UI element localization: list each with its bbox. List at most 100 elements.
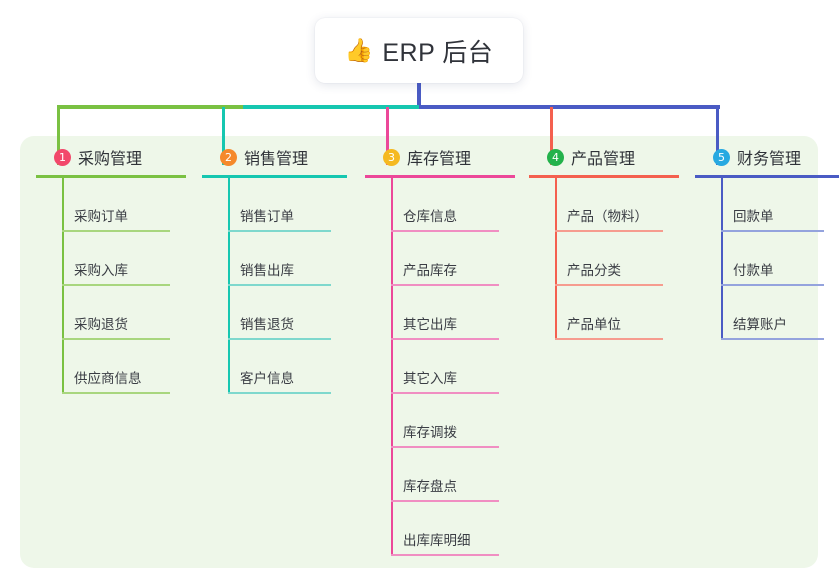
leaf-item[interactable]: 其它出库 (365, 286, 515, 340)
leaf-item-label: 产品单位 (567, 317, 621, 332)
leaf-item-rule (391, 554, 499, 556)
column-title-5: 财务管理 (737, 151, 802, 168)
drop-line-1 (57, 107, 60, 165)
leaf-item-label: 销售订单 (240, 209, 294, 224)
leaf-item[interactable]: 采购订单 (36, 178, 186, 232)
drop-line-5 (716, 107, 719, 165)
column-header-4[interactable]: 4 产品管理 (529, 146, 679, 168)
leaf-item-rule (62, 284, 170, 286)
column-items-3: 仓库信息产品库存其它出库其它入库库存调拨库存盘点出库库明细 (365, 178, 515, 556)
leaf-item-rule (391, 230, 499, 232)
leaf-item-label: 出库库明细 (403, 533, 471, 548)
leaf-item-label: 付款单 (733, 263, 774, 278)
leaf-item-label: 结算账户 (733, 317, 787, 332)
bus-segment-2 (243, 105, 419, 109)
column-5: 5 财务管理回款单付款单结算账户 (695, 146, 839, 340)
leaf-item[interactable]: 仓库信息 (365, 178, 515, 232)
column-spine-4 (555, 178, 557, 340)
column-badge-4: 4 (547, 148, 564, 166)
leaf-item-rule (228, 284, 331, 286)
column-items-4: 产品（物料） 产品分类产品单位 (529, 178, 679, 340)
column-4: 4 产品管理产品（物料） 产品分类产品单位 (529, 146, 679, 340)
column-header-rule-1 (36, 175, 186, 178)
leaf-item-rule (721, 338, 824, 340)
column-title-3: 库存管理 (407, 151, 472, 168)
root-node-erp-backend[interactable]: 👍 ERP 后台 (315, 18, 523, 83)
column-title-1: 采购管理 (78, 151, 143, 168)
leaf-item[interactable]: 销售出库 (202, 232, 347, 286)
leaf-item-rule (228, 230, 331, 232)
column-items-2: 销售订单销售出库销售退货客户信息 (202, 178, 347, 394)
root-stem-line (417, 83, 421, 107)
column-spine-3 (391, 178, 393, 556)
leaf-item-rule (391, 392, 499, 394)
leaf-item[interactable]: 产品库存 (365, 232, 515, 286)
leaf-item[interactable]: 出库库明细 (365, 502, 515, 556)
column-badge-5: 5 (713, 148, 730, 166)
root-node-title: ERP 后台 (382, 38, 494, 67)
leaf-item[interactable]: 供应商信息 (36, 340, 186, 394)
leaf-item-label: 产品（物料） (567, 209, 648, 224)
leaf-item-rule (228, 392, 331, 394)
leaf-item-rule (391, 284, 499, 286)
leaf-item[interactable]: 采购入库 (36, 232, 186, 286)
leaf-item-label: 库存调拨 (403, 425, 457, 440)
column-badge-3: 3 (383, 148, 400, 166)
column-title-2: 销售管理 (244, 151, 309, 168)
column-spine-2 (228, 178, 230, 394)
column-header-rule-4 (529, 175, 679, 178)
leaf-item[interactable]: 销售退货 (202, 286, 347, 340)
leaf-item[interactable]: 回款单 (695, 178, 839, 232)
leaf-item-label: 其它出库 (403, 317, 457, 332)
leaf-item-rule (391, 446, 499, 448)
column-header-2[interactable]: 2 销售管理 (202, 146, 347, 168)
leaf-item[interactable]: 其它入库 (365, 340, 515, 394)
leaf-item-rule (62, 392, 170, 394)
leaf-item[interactable]: 产品分类 (529, 232, 679, 286)
column-header-5[interactable]: 5 财务管理 (695, 146, 839, 168)
leaf-item-rule (228, 338, 331, 340)
column-header-rule-3 (365, 175, 515, 178)
column-3: 3 库存管理仓库信息产品库存其它出库其它入库库存调拨库存盘点出库库明细 (365, 146, 515, 556)
drop-line-4 (550, 107, 553, 165)
leaf-item-rule (721, 230, 824, 232)
column-title-4: 产品管理 (571, 151, 636, 168)
leaf-item[interactable]: 库存调拨 (365, 394, 515, 448)
leaf-item-label: 销售退货 (240, 317, 294, 332)
bus-segment-1 (57, 105, 243, 109)
leaf-item[interactable]: 付款单 (695, 232, 839, 286)
diagram-panel (20, 136, 818, 568)
leaf-item-label: 销售出库 (240, 263, 294, 278)
leaf-item-label: 其它入库 (403, 371, 457, 386)
leaf-item[interactable]: 销售订单 (202, 178, 347, 232)
bus-segment-3 (419, 105, 720, 109)
leaf-item-label: 仓库信息 (403, 209, 457, 224)
leaf-item-rule (391, 338, 499, 340)
drop-line-3 (386, 107, 389, 165)
leaf-item-label: 采购订单 (74, 209, 128, 224)
column-badge-2: 2 (220, 148, 237, 166)
leaf-item[interactable]: 客户信息 (202, 340, 347, 394)
leaf-item-label: 回款单 (733, 209, 774, 224)
column-2: 2 销售管理销售订单销售出库销售退货客户信息 (202, 146, 347, 394)
leaf-item[interactable]: 结算账户 (695, 286, 839, 340)
column-items-1: 采购订单采购入库采购退货供应商信息 (36, 178, 186, 394)
leaf-item-rule (555, 230, 663, 232)
leaf-item-rule (555, 338, 663, 340)
leaf-item-label: 产品分类 (567, 263, 621, 278)
leaf-item-label: 采购入库 (74, 263, 128, 278)
leaf-item[interactable]: 采购退货 (36, 286, 186, 340)
leaf-item-label: 采购退货 (74, 317, 128, 332)
leaf-item-label: 产品库存 (403, 263, 457, 278)
column-header-3[interactable]: 3 库存管理 (365, 146, 515, 168)
leaf-item-label: 库存盘点 (403, 479, 457, 494)
leaf-item[interactable]: 产品单位 (529, 286, 679, 340)
leaf-item-rule (62, 338, 170, 340)
leaf-item[interactable]: 产品（物料） (529, 178, 679, 232)
column-header-rule-2 (202, 175, 347, 178)
leaf-item-rule (555, 284, 663, 286)
leaf-item-rule (62, 230, 170, 232)
leaf-item[interactable]: 库存盘点 (365, 448, 515, 502)
leaf-item-label: 供应商信息 (74, 371, 142, 386)
